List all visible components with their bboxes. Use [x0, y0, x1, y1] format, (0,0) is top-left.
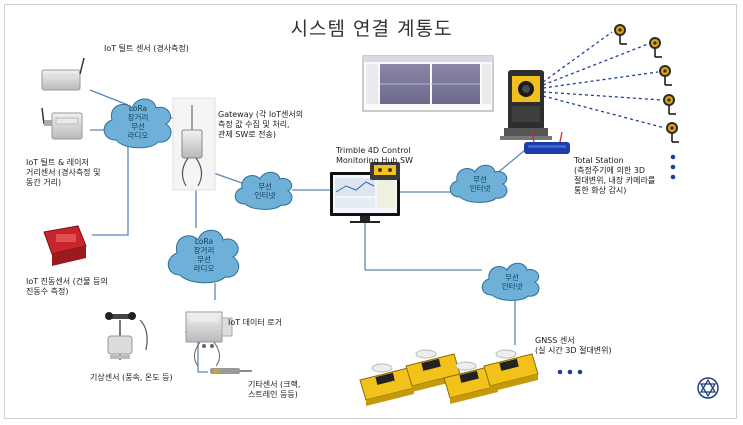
prism-targets: [614, 24, 679, 180]
vibration-sensor-device: [43, 225, 87, 266]
tilt-sensor-device: [41, 57, 85, 91]
label-tilt-sensor: IoT 틸트 센서 (경사측정): [104, 44, 189, 53]
total-station-sightlines: [542, 31, 666, 129]
gnss-receiver: [359, 363, 415, 406]
diagram-title: 시스템 연결 계통도: [290, 18, 453, 40]
gnss-receiver: [483, 349, 539, 392]
tilt-laser-device: [41, 107, 83, 140]
trimble-logo-icon: [697, 377, 719, 399]
gnss-receivers: [359, 349, 583, 406]
cloud-wireless-bottom: [481, 262, 540, 301]
prism-icon: [666, 122, 679, 143]
gnss-receiver: [443, 361, 499, 404]
gateway-device: [172, 97, 216, 191]
cloud-wireless-left: [234, 171, 293, 210]
label-weather-sensor: 기상센서 (풍속, 온도 등): [90, 373, 173, 382]
software-screenshot: [362, 55, 494, 112]
weather-sensor-device: [105, 312, 148, 360]
cloud-lora-mid: [167, 229, 240, 284]
label-data-logger: IoT 데이터 로거: [228, 318, 283, 327]
data-logger-device: [185, 311, 233, 367]
prism-icon: [659, 65, 672, 86]
monitoring-hub-monitor: [330, 162, 400, 223]
label-gnss: GNSS 센서(실 시간 3D 절대변위): [535, 336, 612, 355]
cloud-wireless-right: [449, 164, 508, 203]
prism-icon: [649, 37, 662, 58]
more-dots-icon: [670, 154, 676, 180]
more-dots-icon: [557, 369, 583, 375]
prism-icon: [663, 94, 676, 115]
total-station-device: [500, 70, 552, 140]
cloud-lora-top: [103, 98, 172, 149]
prism-icon: [614, 24, 627, 45]
other-sensor-device: [210, 368, 252, 374]
label-other-sensor: 기타센서 (크랙,스트레인 등등): [248, 380, 301, 399]
wireless-router: [524, 131, 570, 154]
